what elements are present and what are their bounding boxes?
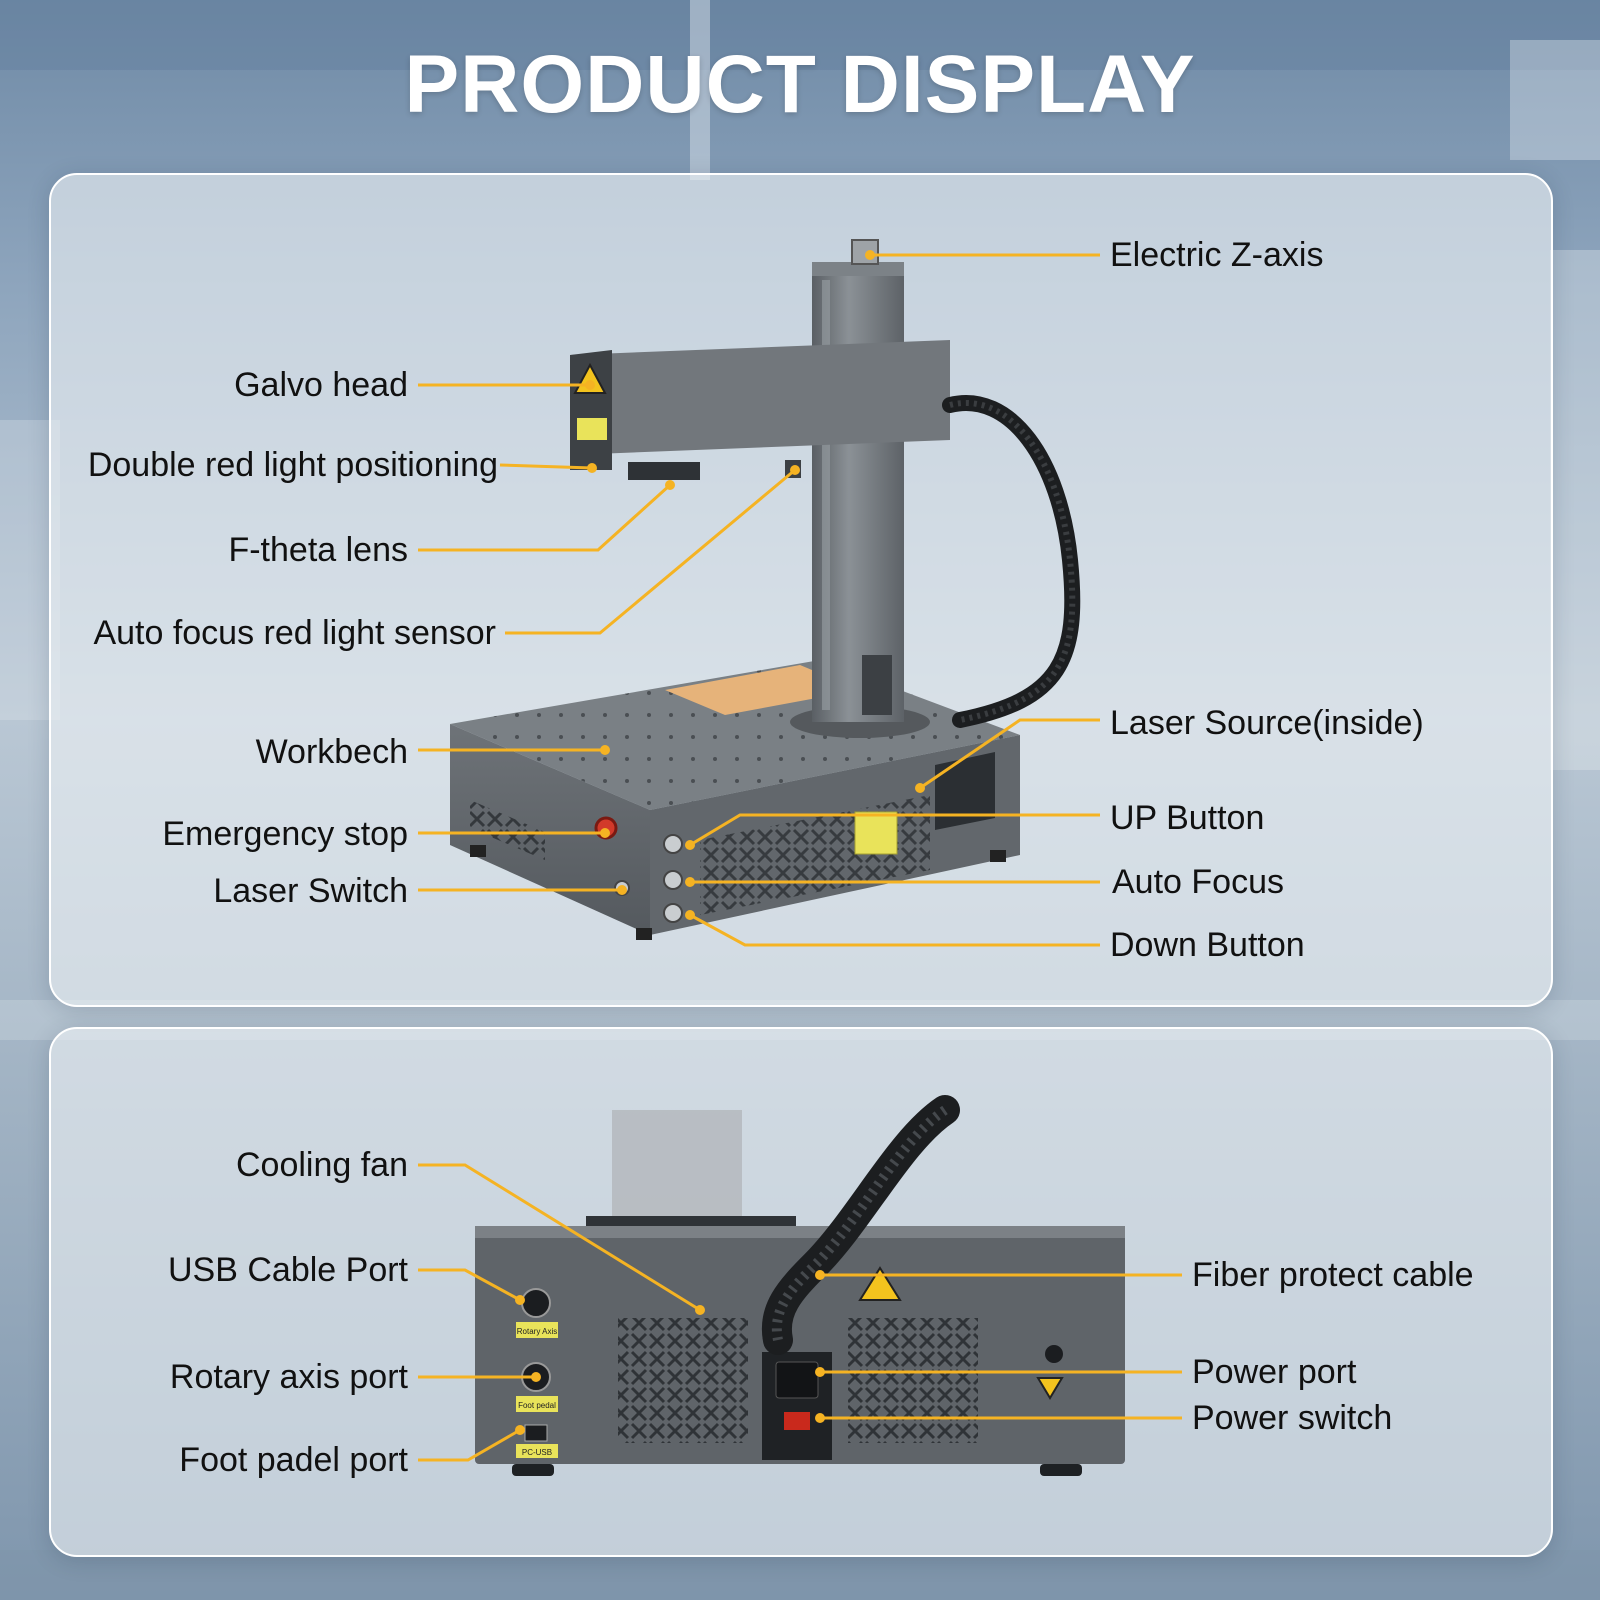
rear-callout-lines: [418, 1163, 1182, 1462]
pc-usb-tag: PC-USB: [522, 1448, 552, 1457]
label-auto-focus-sensor: Auto focus red light sensor: [93, 614, 496, 652]
label-power-port: Power port: [1192, 1353, 1357, 1391]
label-auto-focus: Auto Focus: [1112, 863, 1284, 901]
label-laser-switch: Laser Switch: [213, 872, 408, 910]
front-callout-lines: [418, 253, 1100, 947]
foot-pedal-tag: Foot pedal: [518, 1401, 556, 1410]
label-rotary-axis-port: Rotary axis port: [169, 1358, 408, 1396]
label-electric-z-axis: Electric Z-axis: [1110, 236, 1324, 274]
label-down-button: Down Button: [1110, 926, 1305, 964]
label-galvo-head: Galvo head: [234, 366, 408, 404]
label-foot-padel-port: Foot padel port: [179, 1441, 408, 1479]
label-workbench: Workbech: [255, 733, 408, 771]
rear-machine: [475, 1095, 1125, 1476]
label-fiber-protect-cable: Fiber protect cable: [1192, 1256, 1474, 1294]
label-double-red-light: Double red light positioning: [87, 446, 498, 484]
rear-callout-dots: [515, 1270, 825, 1435]
front-machine: [450, 239, 1081, 940]
label-emergency-stop: Emergency stop: [162, 815, 408, 853]
label-f-theta-lens: F-theta lens: [228, 531, 408, 569]
label-cooling-fan: Cooling fan: [235, 1146, 408, 1184]
label-power-switch: Power switch: [1192, 1399, 1393, 1437]
label-usb-cable-port: USB Cable Port: [168, 1251, 408, 1289]
label-laser-source: Laser Source(inside): [1110, 704, 1424, 742]
label-up-button: UP Button: [1110, 799, 1265, 837]
page-title: PRODUCT DISPLAY: [404, 39, 1196, 130]
rotary-axis-tag: Rotary Axis: [517, 1327, 557, 1336]
front-callout-dots: [585, 250, 925, 920]
